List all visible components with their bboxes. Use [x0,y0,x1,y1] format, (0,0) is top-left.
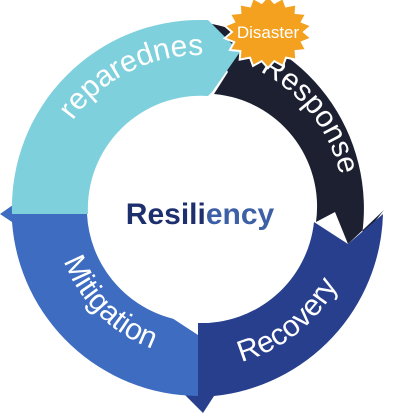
center-label-accent: ency [206,198,275,231]
disaster-burst: Disaster [222,0,314,70]
disaster-label: Disaster [237,23,300,42]
center-label-main: Resili [126,198,206,231]
center-circle [88,98,312,322]
segment-recovery [165,214,383,413]
segment-preparedness [11,19,241,214]
segment-response [200,22,384,244]
burst-shape [222,0,314,70]
segment-mitigation [0,186,198,396]
center-label: Resiliency [126,198,275,231]
